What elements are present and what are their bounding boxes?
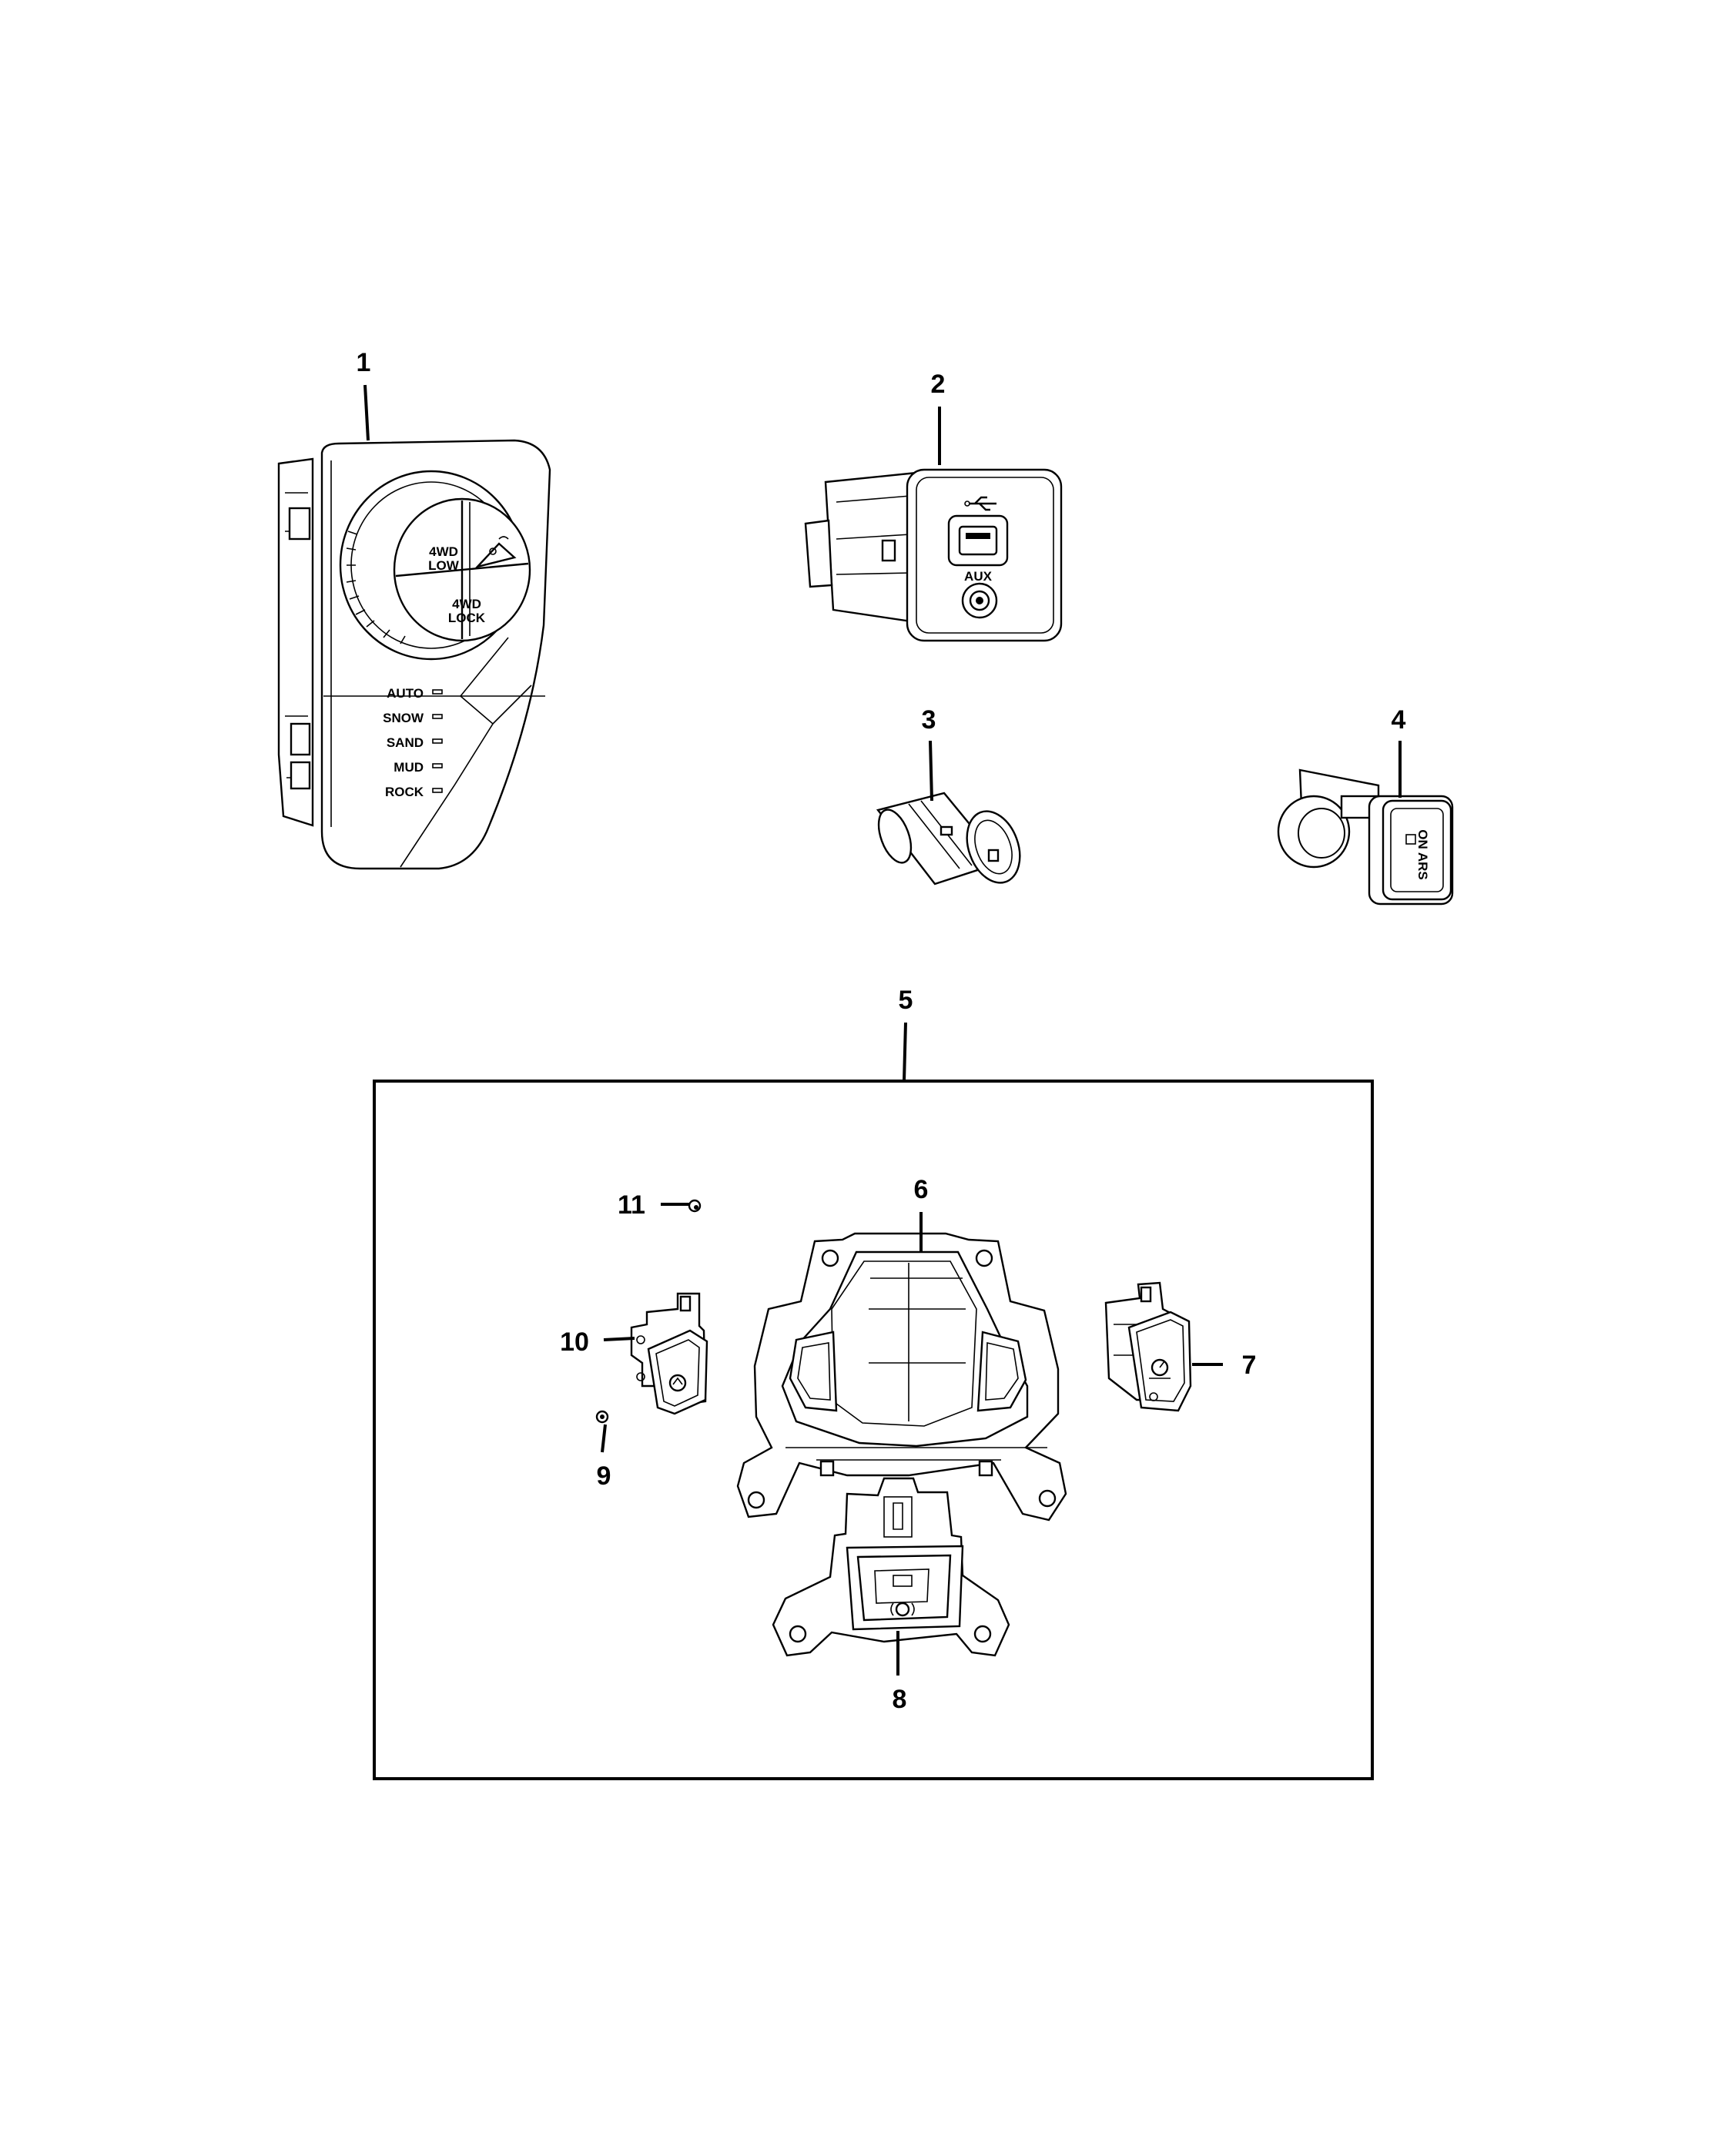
btn-4wd-low-line1: 4WD <box>429 544 458 559</box>
mode-label-sand: SAND <box>387 735 424 750</box>
part-2-usb-aux-port: AUX <box>804 468 1063 642</box>
switch-button[interactable] <box>1382 799 1452 901</box>
part-1-terrain-selector-module: 4WD LOW 4WD LOCK AUTO SNOW SAND MUD ROCK <box>277 439 551 870</box>
callout-11: 11 <box>618 1190 645 1220</box>
outlet-opening[interactable] <box>958 804 1030 890</box>
leader-5 <box>903 1022 907 1082</box>
cruise-icon <box>1149 1358 1171 1379</box>
mode-label-auto: AUTO <box>387 686 424 701</box>
mode-label-rock: ROCK <box>385 785 424 799</box>
part-10-left-switch <box>630 1292 708 1415</box>
part-4-ars-switch: ON ARS <box>1277 768 1454 906</box>
hill-descent-icon <box>474 536 517 569</box>
leader-3 <box>929 740 933 802</box>
part-6-center-bezel-housing <box>736 1232 1067 1522</box>
usb-icon <box>964 496 996 511</box>
park-brake-switch[interactable] <box>846 1545 964 1631</box>
mode-led-mud <box>432 763 443 768</box>
mode-led-sand <box>432 738 443 744</box>
btn-4wd-lock-line2: LOCK <box>448 611 486 625</box>
part-8-lower-switch-bracket <box>772 1477 1010 1657</box>
park-brake-icon <box>890 1602 915 1617</box>
leader-9 <box>601 1424 607 1453</box>
mode-label-snow: SNOW <box>383 711 424 725</box>
btn-4wd-low-line2: LOW <box>428 558 460 573</box>
callout-2: 2 <box>931 370 946 399</box>
part-7-right-switch <box>1104 1281 1192 1412</box>
btn-4wd-lock-line1: 4WD <box>452 597 481 611</box>
part-9-screw <box>595 1410 609 1424</box>
leader-1 <box>363 384 370 441</box>
mode-label-mud: MUD <box>394 760 424 775</box>
mode-led-rock <box>432 788 443 793</box>
callout-10: 10 <box>560 1327 589 1357</box>
mode-led-auto <box>432 689 443 695</box>
callout-5: 5 <box>899 986 913 1015</box>
callout-9: 9 <box>597 1461 611 1491</box>
aux-label: AUX <box>964 569 993 584</box>
switch-label: ON ARS <box>1415 829 1430 880</box>
callout-4: 4 <box>1392 705 1406 735</box>
callout-7: 7 <box>1242 1351 1257 1380</box>
leader-10 <box>603 1337 635 1341</box>
part-11-fastener <box>688 1199 702 1213</box>
callout-8: 8 <box>893 1685 907 1714</box>
part-3-power-outlet-socket <box>876 792 1030 890</box>
callout-1: 1 <box>357 348 371 377</box>
aux-jack-icon[interactable] <box>961 582 998 619</box>
hill-start-icon <box>668 1374 687 1392</box>
usb-socket[interactable] <box>947 514 1009 567</box>
assembly-box <box>373 1080 1374 1780</box>
mode-led-snow <box>432 714 443 719</box>
mode-list: AUTO SNOW SAND MUD ROCK <box>383 686 443 799</box>
callout-3: 3 <box>922 705 936 735</box>
callout-6: 6 <box>914 1175 929 1204</box>
